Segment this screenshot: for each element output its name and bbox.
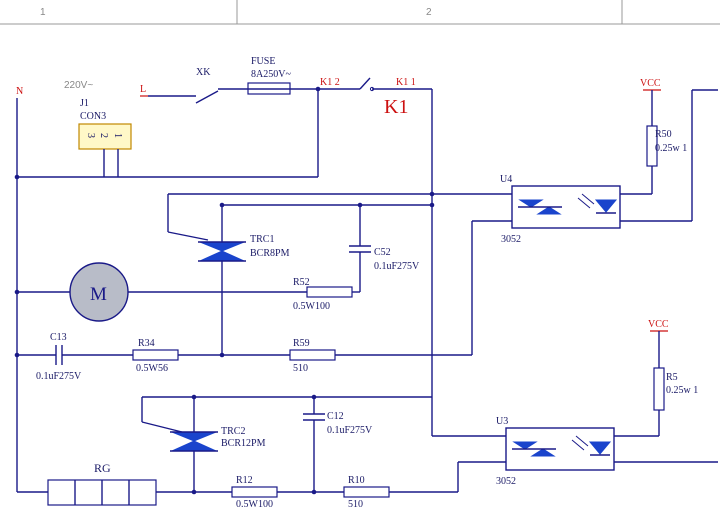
u4-ref: U4 <box>500 174 512 185</box>
connector-pin-3: 3 <box>85 133 96 138</box>
r12-ref: R12 <box>236 475 253 486</box>
relay-ref: K1 <box>384 96 408 118</box>
u4-led-icon <box>594 199 618 214</box>
r52-body <box>306 286 353 298</box>
r5-value: 0.25w 1 <box>666 385 698 396</box>
neutral-label: N <box>16 86 23 97</box>
u3-led-icon <box>588 441 612 456</box>
relay-pin1-label: K1 1 <box>396 77 416 88</box>
u3-part: 3052 <box>496 476 516 487</box>
switch-ref: XK <box>196 67 211 78</box>
r34-ref: R34 <box>138 338 155 349</box>
r12-body <box>231 486 278 498</box>
c52-ref: C52 <box>374 247 391 258</box>
vcc-bottom-label: VCC <box>648 319 669 330</box>
r59-ref: R59 <box>293 338 310 349</box>
relay-contact <box>359 77 371 90</box>
r5-ref: R5 <box>666 372 678 383</box>
heater-element <box>47 479 157 506</box>
heater-ref: RG <box>94 461 111 475</box>
u4-light-icon <box>577 193 595 209</box>
fuse-rating: 8A250V~ <box>251 69 291 80</box>
u4-triac-icon <box>518 199 562 215</box>
r50-value: 0.25w 1 <box>655 143 687 154</box>
r52-ref: R52 <box>293 277 310 288</box>
r10-ref: R10 <box>348 475 365 486</box>
switch-blade <box>195 90 219 104</box>
connector-ref: J1 <box>80 98 89 109</box>
r10-body <box>343 486 390 498</box>
voltage-label: 220V~ <box>64 80 93 91</box>
motor-label: M <box>90 284 107 305</box>
c13-value: 0.1uF275V <box>36 371 82 382</box>
c52-value: 0.1uF275V <box>374 261 420 272</box>
u3-triac-icon <box>512 441 556 457</box>
r34-value: 0.5W56 <box>136 363 168 374</box>
frame-column-2: 2 <box>426 7 432 18</box>
r52-value: 0.5W100 <box>293 301 330 312</box>
relay-pin2-label: K1 2 <box>320 77 340 88</box>
triac1-symbol <box>198 241 246 262</box>
triac2-ref: TRC2 <box>221 426 245 437</box>
connector-type: CON3 <box>80 111 106 122</box>
triac1-part: BCR8PM <box>250 248 290 259</box>
r59-value: 510 <box>293 363 308 374</box>
connector-pin-1: 1 <box>112 133 123 138</box>
line-label: L <box>140 84 146 95</box>
u3-light-icon <box>571 435 589 451</box>
vcc-top-label: VCC <box>640 78 661 89</box>
triac2-symbol <box>170 431 218 452</box>
c12-ref: C12 <box>327 411 344 422</box>
frame-column-1: 1 <box>40 7 46 18</box>
fuse-ref: FUSE <box>251 56 275 67</box>
connector-body <box>78 123 132 150</box>
r12-value: 0.5W100 <box>236 499 273 510</box>
r50-ref: R50 <box>655 129 672 140</box>
c12-value: 0.1uF275V <box>327 425 373 436</box>
triac1-ref: TRC1 <box>250 234 274 245</box>
u4-part: 3052 <box>501 234 521 245</box>
r34-body <box>132 349 179 361</box>
connector-pin-2: 2 <box>98 133 109 138</box>
r59-body <box>289 349 336 361</box>
c13-ref: C13 <box>50 332 67 343</box>
r5-body <box>653 367 665 411</box>
triac2-part: BCR12PM <box>221 438 266 449</box>
r10-value: 510 <box>348 499 363 510</box>
u3-ref: U3 <box>496 416 508 427</box>
